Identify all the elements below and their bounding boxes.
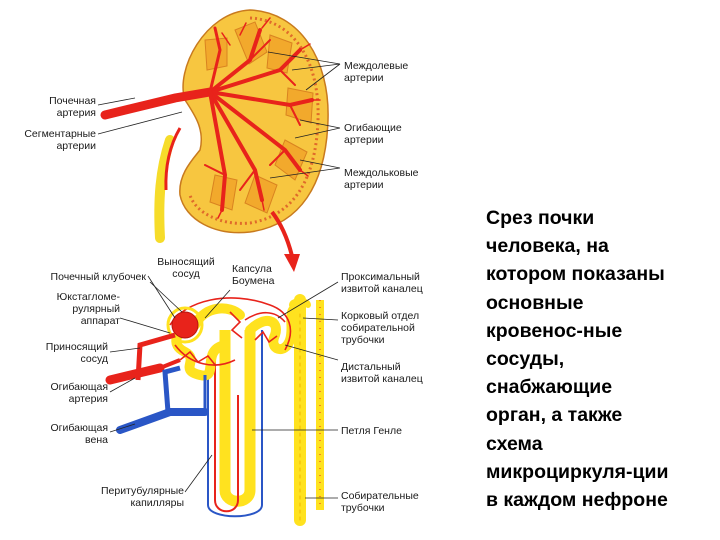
- label-renal-artery: Почечная артерия: [0, 95, 96, 119]
- label-interlobar-arteries: Междолевые артерии: [344, 60, 408, 84]
- label-arcuate-arteries: Огибающие артерии: [344, 122, 402, 146]
- label-interlobular-arteries: Междольковые артерии: [344, 167, 418, 191]
- label-cortical-collecting-duct: Корковый отдел собирательной трубочки: [341, 310, 419, 346]
- label-proximal-tubule: Проксимальный извитой каналец: [341, 271, 423, 295]
- label-arcuate-vein: Огибающая вена: [0, 422, 108, 446]
- label-distal-tubule: Дистальный извитой каналец: [341, 361, 423, 385]
- label-peritubular-capillaries: Перитубулярные капилляры: [0, 485, 184, 509]
- glomerulus: [172, 312, 198, 338]
- label-collecting-ducts: Собирательные трубочки: [341, 490, 419, 514]
- label-juxtaglomerular-apparatus: Юкстагломе- рулярный аппарат: [0, 291, 120, 327]
- label-efferent-vessel: Выносящий сосуд: [146, 256, 226, 280]
- label-arcuate-artery: Огибающая артерия: [0, 381, 108, 405]
- kidney-section: [98, 10, 340, 272]
- label-loop-of-henle: Петля Генле: [341, 425, 402, 437]
- caption-text: Срез почки человека, на котором показаны…: [486, 204, 714, 514]
- label-afferent-vessel: Приносящий сосуд: [0, 341, 108, 365]
- label-segmental-arteries: Сегментарные артерии: [0, 128, 96, 152]
- nephron-scheme: [110, 276, 338, 520]
- label-glomerulus: Почечный клубочек: [0, 271, 146, 283]
- label-bowman-capsule: Капсула Боумена: [232, 263, 274, 287]
- arcuate-vein: [120, 412, 205, 430]
